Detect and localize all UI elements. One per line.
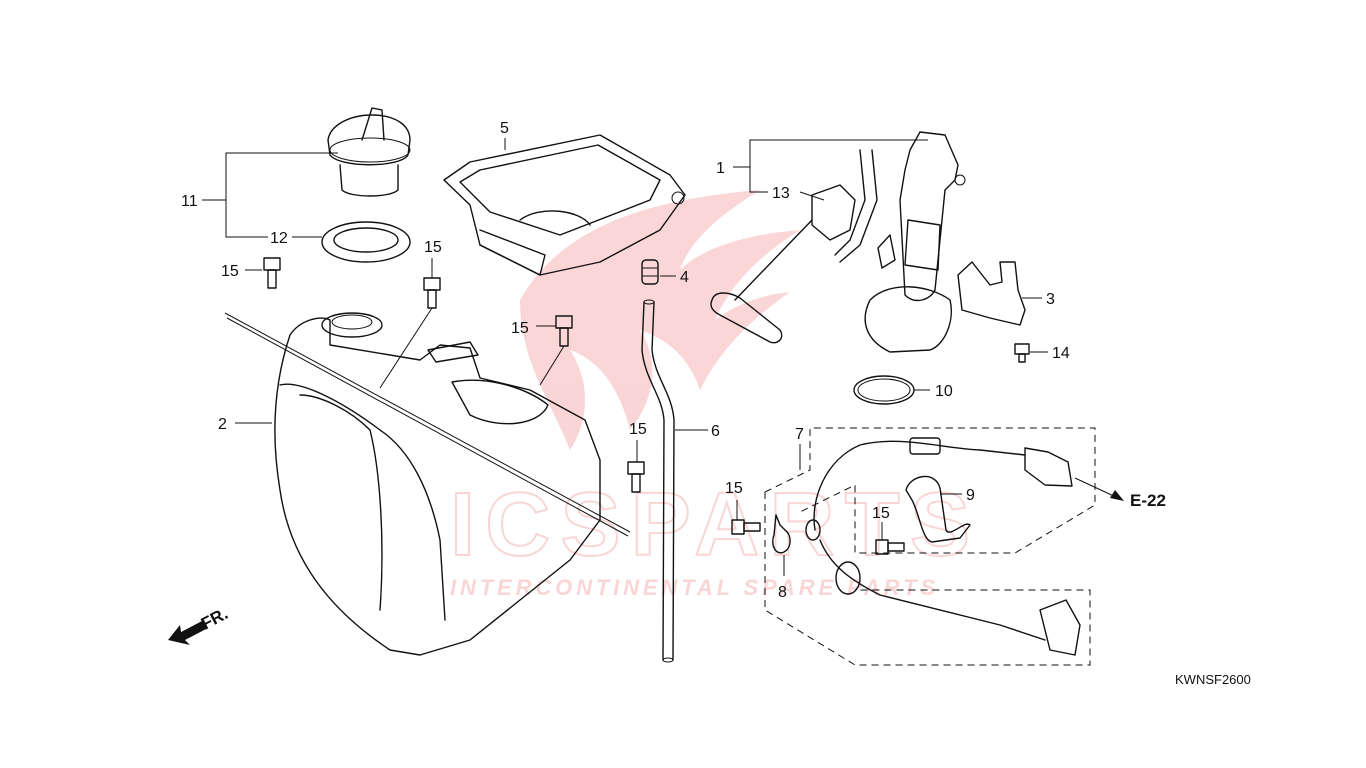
callout-5: 5 (500, 120, 509, 137)
part-grommet[interactable] (641, 259, 659, 285)
part-bracket[interactable] (957, 261, 1026, 326)
part-screw[interactable] (1014, 343, 1030, 363)
harness-group-outline-lower (764, 492, 1091, 666)
callout-2: 2 (218, 416, 227, 433)
callout-7: 7 (795, 426, 804, 443)
part-o-ring[interactable] (853, 375, 915, 405)
tank-strap-line-2 (226, 317, 629, 537)
diagram-code: KWNSF2600 (1175, 672, 1251, 687)
part-fuel-pump[interactable] (864, 131, 966, 353)
part-fuel-cap[interactable] (327, 107, 411, 197)
watermark-logo-icon (520, 190, 800, 450)
callout-4: 4 (680, 269, 689, 286)
watermark: ICSPARTS INTERCONTINENTAL SPARE PARTS (449, 190, 971, 600)
watermark-main-text: ICSPARTS (450, 475, 970, 575)
front-arrow-icon (168, 620, 208, 645)
callout-10: 10 (935, 383, 953, 400)
bolt-15-a[interactable] (263, 257, 281, 289)
harness-group-outline (764, 427, 1096, 554)
callout-3: 3 (1046, 291, 1055, 308)
reference-label: E-22 (1130, 491, 1166, 510)
callout-8: 8 (778, 584, 787, 601)
leader-lines (202, 138, 1048, 576)
bolt-15-d[interactable] (627, 461, 645, 493)
tank-strap-line (224, 312, 631, 533)
callout-15-d: 15 (629, 421, 647, 438)
part-stay[interactable] (905, 475, 971, 543)
part-tray[interactable] (443, 134, 686, 276)
watermark-sub-text: INTERCONTINENTAL SPARE PARTS (450, 575, 935, 600)
callout-1: 1 (716, 160, 725, 177)
callout-9: 9 (966, 487, 975, 504)
callout-15-e: 15 (725, 480, 743, 497)
part-fuel-gauge-sender[interactable] (710, 149, 878, 344)
callout-15-c: 15 (511, 320, 529, 337)
callouts: 11 12 15 15 15 2 5 4 6 15 1 13 3 14 10 7… (181, 120, 1251, 687)
part-wire-harness[interactable] (805, 437, 1081, 656)
bolt-15-b[interactable] (423, 277, 441, 309)
callout-12: 12 (270, 230, 288, 247)
part-cap-packing[interactable] (321, 221, 411, 263)
part-clip[interactable] (772, 514, 791, 554)
callout-6: 6 (711, 423, 720, 440)
callout-14: 14 (1052, 345, 1070, 362)
part-breather-tube[interactable] (641, 299, 675, 663)
callout-15-a: 15 (221, 263, 239, 280)
callout-15-f: 15 (872, 505, 890, 522)
bolt-15-e[interactable] (731, 519, 761, 535)
reference-arrow-icon (1074, 477, 1124, 501)
front-direction-marker: FR. (168, 604, 231, 645)
callout-11: 11 (181, 193, 198, 210)
part-fuel-tank[interactable] (274, 312, 601, 656)
callout-13: 13 (772, 185, 790, 202)
callout-15-b: 15 (424, 239, 442, 256)
